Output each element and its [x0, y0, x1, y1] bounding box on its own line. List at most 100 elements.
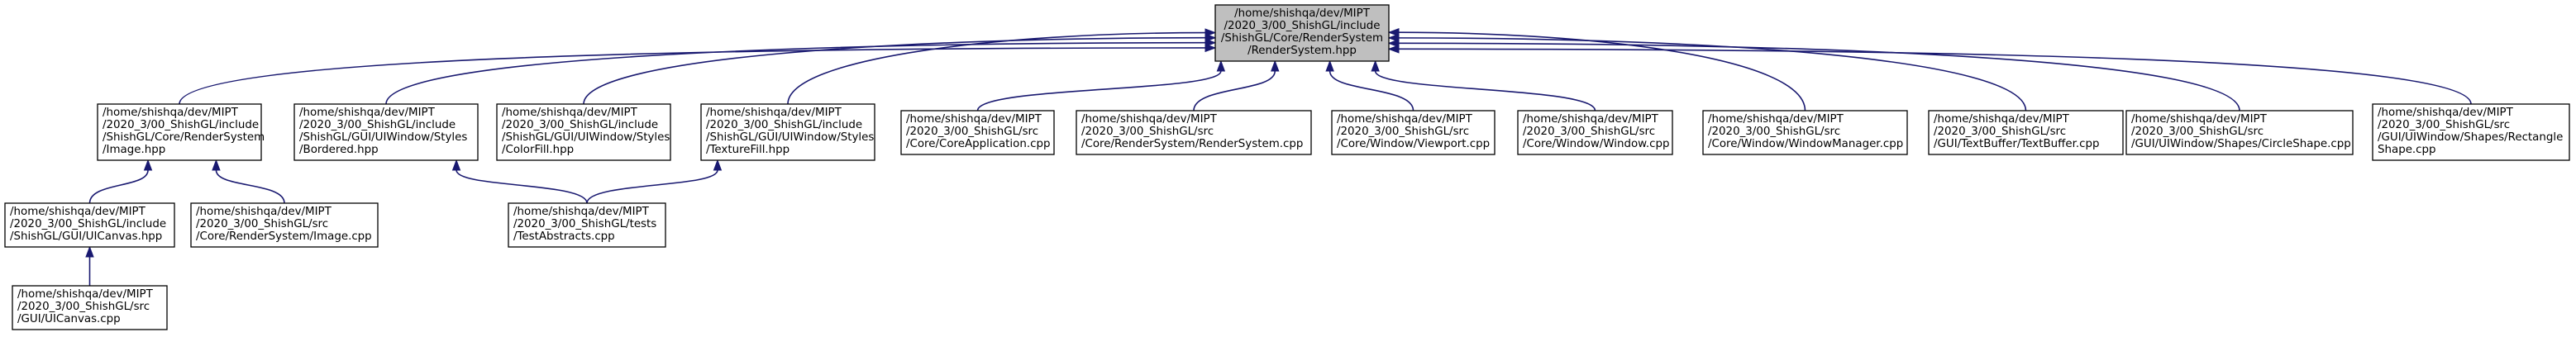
node-texturefill-hpp[interactable]: /home/shishqa/dev/MIPT/2020_3/00_ShishGL…	[700, 103, 875, 161]
edge-arrowhead	[1271, 59, 1280, 72]
edge-arrowhead	[143, 159, 153, 171]
edge-colorfill-hpp-to-render-system-hpp	[583, 33, 1217, 105]
node-rectangleshape-cpp[interactable]: /home/shishqa/dev/MIPT/2020_3/00_ShishGL…	[2372, 103, 2570, 161]
edge-line	[179, 47, 1206, 105]
node-box	[12, 285, 168, 330]
node-label-line: /2020_3/00_ShishGL/tests	[513, 218, 656, 230]
node-label-line: /home/shishqa/dev/MIPT	[502, 107, 638, 119]
node-label-line: /home/shishqa/dev/MIPT	[103, 107, 239, 119]
node-textbuffer-cpp[interactable]: /home/shishqa/dev/MIPT/2020_3/00_ShishGL…	[1928, 110, 2124, 155]
node-label-line: /GUI/UIWindow/Shapes/CircleShape.cpp	[2131, 138, 2351, 150]
edge-arrowhead	[451, 159, 461, 171]
edge-rendersystem-cpp-to-render-system-hpp	[1193, 59, 1280, 112]
edge-line	[583, 36, 1206, 105]
node-label-line: /Core/Window/Window.cpp	[1523, 138, 1670, 150]
node-label-line: /2020_3/00_ShishGL/include	[299, 119, 456, 131]
node-coreapplication-cpp[interactable]: /home/shishqa/dev/MIPT/2020_3/00_ShishGL…	[900, 110, 1055, 155]
node-window-cpp[interactable]: /home/shishqa/dev/MIPT/2020_3/00_ShishGL…	[1517, 110, 1673, 155]
edge-arrowhead	[1205, 33, 1217, 42]
node-box	[97, 103, 262, 161]
edge-circleshape-cpp-to-render-system-hpp	[1387, 39, 2240, 112]
node-windowmanager-cpp[interactable]: /home/shishqa/dev/MIPT/2020_3/00_ShishGL…	[1702, 110, 1908, 155]
node-label-line: /2020_3/00_ShishGL/src	[2378, 119, 2510, 131]
node-box	[1702, 110, 1908, 155]
node-bordered-hpp[interactable]: /home/shishqa/dev/MIPT/2020_3/00_ShishGL…	[293, 103, 479, 161]
node-rendersystem-cpp[interactable]: /home/shishqa/dev/MIPT/2020_3/00_ShishGL…	[1076, 110, 1312, 155]
node-label-line: /home/shishqa/dev/MIPT	[299, 107, 436, 119]
node-box	[900, 110, 1055, 155]
node-colorfill-hpp[interactable]: /home/shishqa/dev/MIPT/2020_3/00_ShishGL…	[496, 103, 671, 161]
node-label-line: /home/shishqa/dev/MIPT	[706, 107, 842, 119]
edge-arrowhead	[1325, 59, 1334, 72]
node-label-line: /Core/RenderSystem/Image.cpp	[196, 230, 372, 243]
edge-image-cpp-to-image-hpp	[212, 159, 285, 204]
edge-bordered-hpp-to-render-system-hpp	[385, 38, 1217, 105]
node-box	[190, 202, 379, 248]
edge-arrowhead	[212, 159, 221, 171]
edges-layer	[85, 27, 2472, 286]
node-image-cpp[interactable]: /home/shishqa/dev/MIPT/2020_3/00_ShishGL…	[190, 202, 379, 248]
edge-line	[1374, 70, 1596, 112]
edge-arrowhead	[713, 159, 723, 171]
node-label-line: /2020_3/00_ShishGL/src	[1708, 126, 1840, 138]
node-box	[2125, 110, 2354, 155]
edge-textbuffer-cpp-to-render-system-hpp	[1387, 33, 2027, 112]
edge-arrowhead	[1387, 39, 1400, 48]
node-label-line: /ShishGL/GUI/UIWindow/Styles	[299, 131, 467, 144]
node-label-line: /Core/CoreApplication.cpp	[906, 138, 1050, 150]
node-label-line: /home/shishqa/dev/MIPT	[17, 288, 154, 301]
node-label-line: /2020_3/00_ShishGL/include	[502, 119, 658, 131]
node-label-line: /ShishGL/GUI/UICanvas.hpp	[10, 230, 162, 243]
node-label-line: /2020_3/00_ShishGL/src	[1081, 126, 1214, 138]
node-box	[1076, 110, 1312, 155]
edge-windowmanager-cpp-to-render-system-hpp	[1387, 27, 1806, 112]
node-label-line: /home/shishqa/dev/MIPT	[1523, 113, 1659, 126]
node-label-line: /home/shishqa/dev/MIPT	[513, 206, 650, 218]
node-label-line: /Core/Window/Viewport.cpp	[1337, 138, 1490, 150]
edge-line	[1329, 70, 1414, 112]
edge-window-cpp-to-render-system-hpp	[1371, 59, 1596, 112]
node-testabstracts-cpp[interactable]: /home/shishqa/dev/MIPT/2020_3/00_ShishGL…	[508, 202, 666, 248]
node-label-line: /home/shishqa/dev/MIPT	[1337, 113, 1473, 126]
node-box	[1331, 110, 1496, 155]
node-label-line: /2020_3/00_ShishGL/src	[196, 218, 328, 230]
edge-testabstracts-cpp-to-texturefill-hpp	[586, 159, 723, 204]
node-box	[2372, 103, 2570, 161]
node-label-line: /2020_3/00_ShishGL/include	[10, 218, 166, 230]
edge-image-hpp-to-render-system-hpp	[179, 43, 1217, 105]
node-label-line: /ShishGL/Core/RenderSystem	[103, 131, 265, 144]
node-label-line: /ShishGL/GUI/UIWindow/Styles	[502, 131, 670, 144]
node-box	[1214, 4, 1390, 62]
edge-uicanvas-cpp-to-uicanvas-hpp	[85, 245, 94, 286]
node-label-line: /home/shishqa/dev/MIPT	[196, 206, 332, 218]
edge-line	[1398, 48, 2472, 105]
node-box	[496, 103, 671, 161]
node-label-line: /home/shishqa/dev/MIPT	[1708, 113, 1844, 126]
node-label-line: /TestAbstracts.cpp	[513, 230, 615, 243]
node-label-line: /2020_3/00_ShishGL/include	[103, 119, 259, 131]
node-label-line: /TextureFill.hpp	[706, 144, 789, 156]
node-label-line: /GUI/UIWindow/Shapes/Rectangle	[2378, 131, 2563, 144]
edge-arrowhead	[85, 245, 94, 258]
node-uicanvas-cpp[interactable]: /home/shishqa/dev/MIPT/2020_3/00_ShishGL…	[12, 285, 168, 330]
node-box	[1517, 110, 1673, 155]
node-circleshape-cpp[interactable]: /home/shishqa/dev/MIPT/2020_3/00_ShishGL…	[2125, 110, 2354, 155]
edge-coreapplication-cpp-to-render-system-hpp	[976, 59, 1226, 112]
edge-rectangleshape-cpp-to-render-system-hpp	[1387, 45, 2472, 105]
edge-arrowhead	[1205, 28, 1217, 37]
node-render-system-hpp: /home/shishqa/dev/MIPT/2020_3/00_ShishGL…	[1214, 4, 1390, 62]
node-label-line: /2020_3/00_ShishGL/src	[906, 126, 1038, 138]
node-viewport-cpp[interactable]: /home/shishqa/dev/MIPT/2020_3/00_ShishGL…	[1331, 110, 1496, 155]
node-label-line: /home/shishqa/dev/MIPT	[2378, 107, 2514, 119]
node-label-line: /Core/Window/WindowManager.cpp	[1708, 138, 1903, 150]
node-label-line: /home/shishqa/dev/MIPT	[10, 206, 146, 218]
edge-line	[787, 31, 1206, 105]
node-uicanvas-hpp[interactable]: /home/shishqa/dev/MIPT/2020_3/00_ShishGL…	[4, 202, 175, 248]
node-label-line: Shape.cpp	[2378, 144, 2436, 156]
node-label-line: /home/shishqa/dev/MIPT	[2131, 113, 2268, 126]
node-label-line: /2020_3/00_ShishGL/include	[1224, 20, 1380, 32]
node-label-line: /GUI/TextBuffer/TextBuffer.cpp	[1934, 138, 2100, 150]
edge-arrowhead	[1387, 45, 1400, 54]
node-image-hpp[interactable]: /home/shishqa/dev/MIPT/2020_3/00_ShishGL…	[97, 103, 265, 161]
